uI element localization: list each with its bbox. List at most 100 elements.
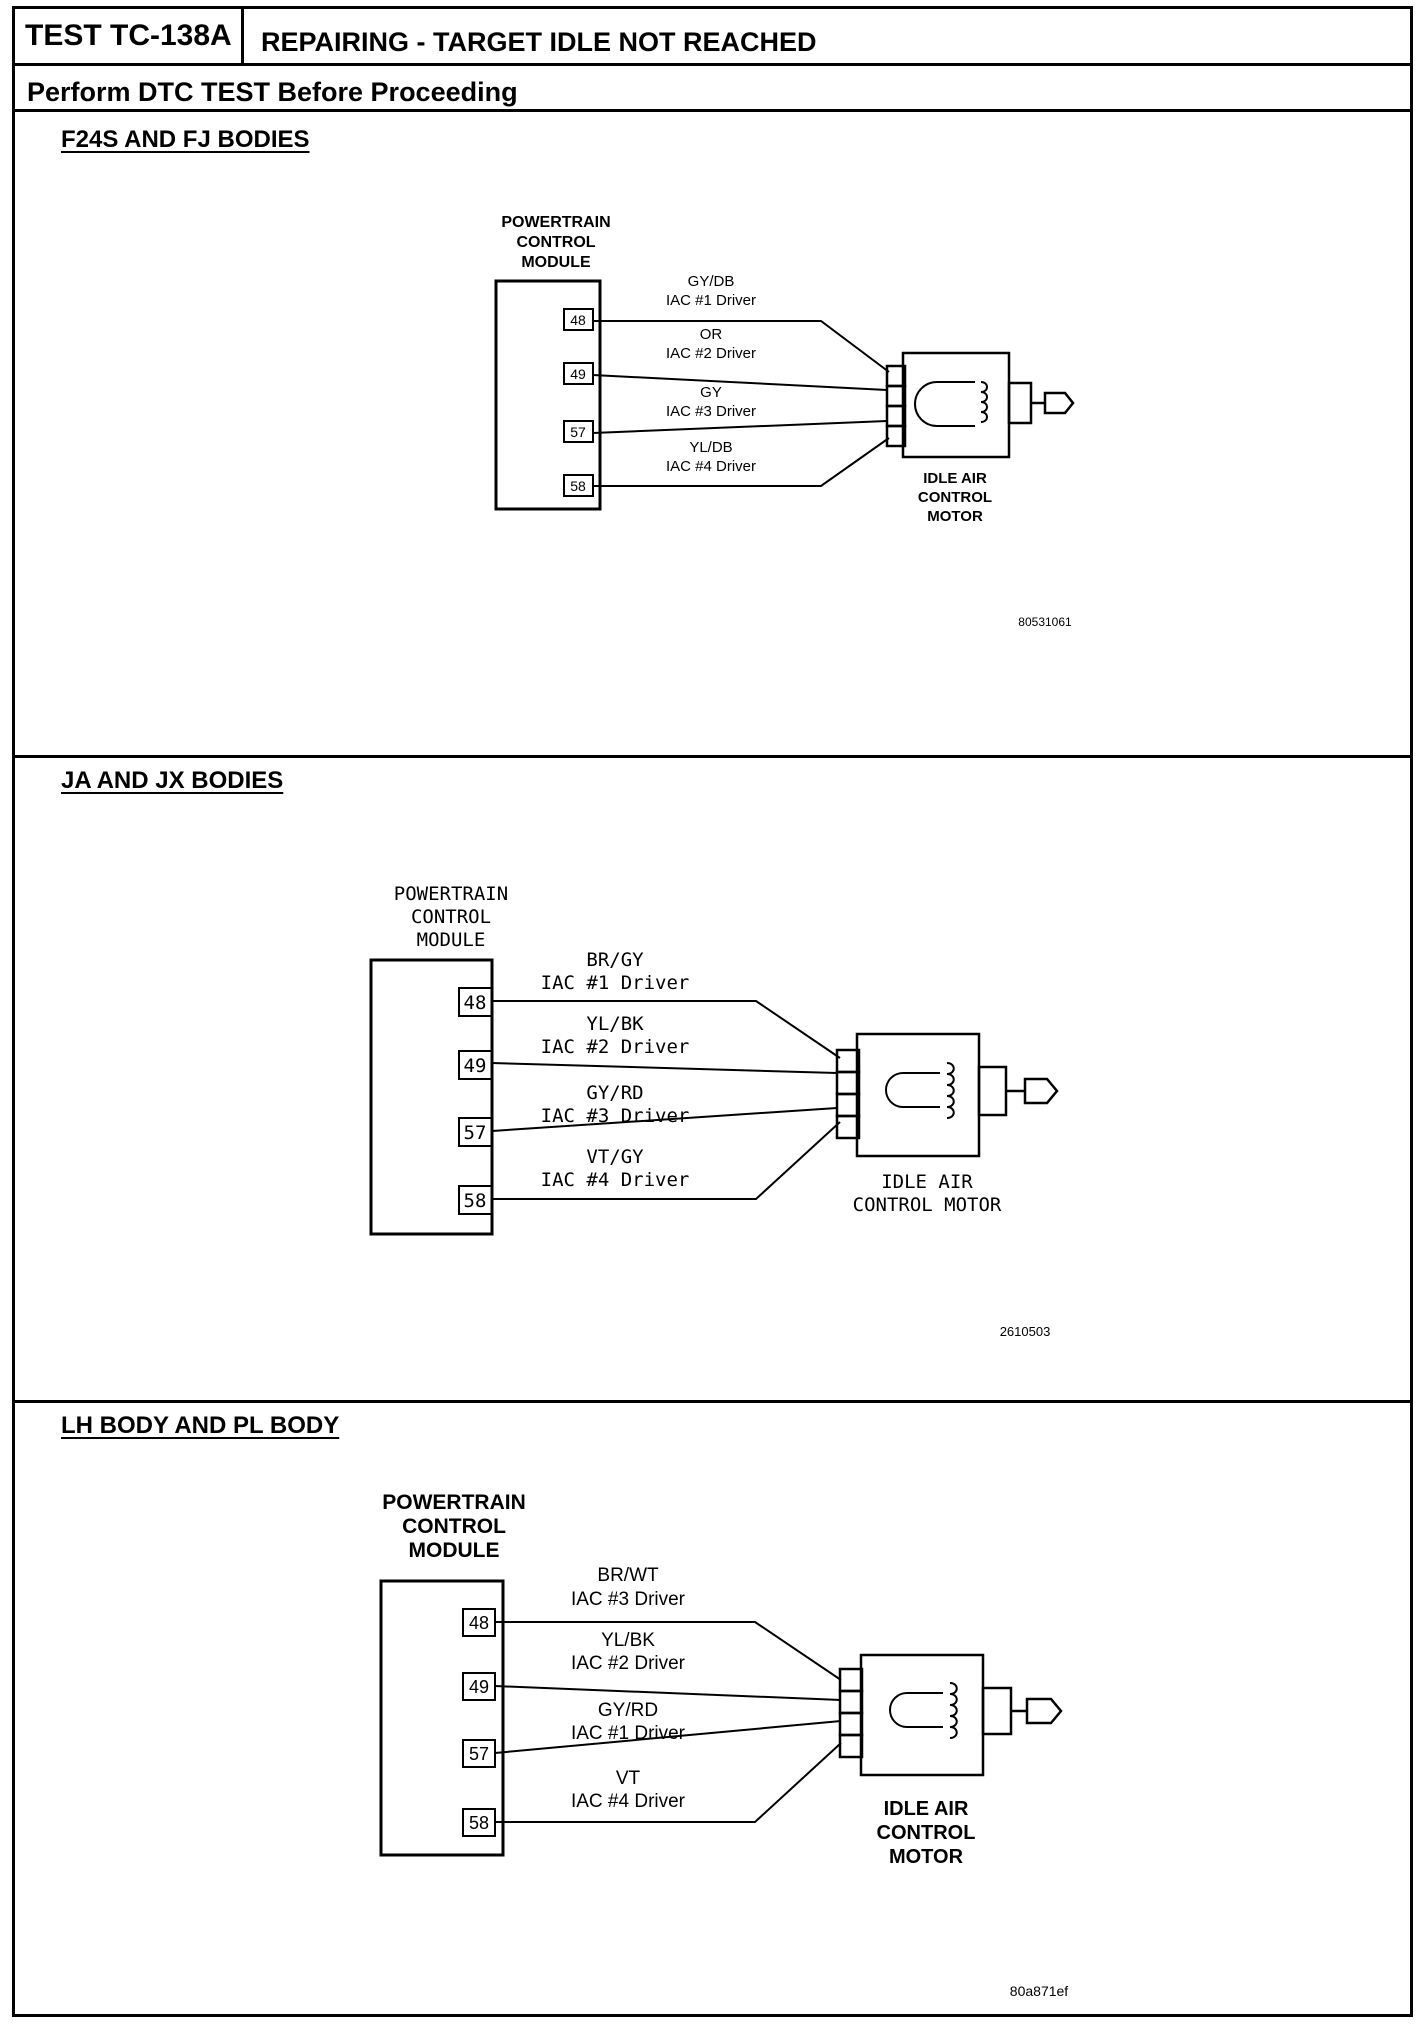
wire-color-label: OR (700, 326, 723, 343)
pcm-label: POWERTRAIN CONTROL MODULE (382, 1491, 526, 1562)
wires (491, 1000, 841, 1200)
pin-box (563, 362, 594, 385)
figure-id: 80531061 (1018, 615, 1072, 629)
wire-4 (495, 1742, 842, 1823)
motor-label: IDLE AIR CONTROL MOTOR (918, 470, 992, 525)
wire-desc-label: IAC #4 Driver (571, 1791, 686, 1812)
wire-2 (491, 1062, 838, 1074)
wire-desc-label: IAC #2 Driver (571, 1653, 686, 1674)
pcm-label-line: CONTROL (516, 234, 595, 251)
idle-air-control-motor (838, 1653, 1063, 1777)
wiring-diagram: POWERTRAIN CONTROL MODULE 48 49 57 58 GY… (494, 214, 1075, 629)
wiring-diagram: POWERTRAIN CONTROL MODULE 48 49 57 58 BR… (369, 883, 1059, 1339)
pin-label: 57 (469, 1744, 489, 1764)
wire-color-label: BR/GY (586, 949, 644, 971)
pcm-label-line: POWERTRAIN (394, 883, 508, 905)
wire-1 (593, 320, 890, 373)
pin-label: 58 (570, 478, 586, 494)
motor-label-line: CONTROL MOTOR (853, 1194, 1002, 1216)
wire-color-label: GY/RD (598, 1700, 658, 1721)
motor-label: IDLE AIR CONTROL MOTOR (853, 1171, 1002, 1216)
pcm-box (379, 1579, 505, 1857)
idle-air-control-motor (885, 351, 1075, 459)
motor-label-line: IDLE AIR (881, 1171, 973, 1193)
pcm-label-line: CONTROL (402, 1515, 506, 1538)
pin-label: 58 (464, 1190, 487, 1212)
wire-color-label: YL/BK (601, 1630, 655, 1651)
motor-label: IDLE AIR CONTROL MOTOR (877, 1798, 976, 1868)
pin-box (563, 308, 594, 331)
pcm-label-line: CONTROL (411, 906, 491, 928)
wire-desc-label: IAC #2 Driver (666, 345, 756, 362)
connector-pins: 48 49 57 58 (462, 1608, 496, 1837)
wire-color-label: GY/RD (586, 1082, 643, 1104)
pcm-box (494, 279, 602, 511)
diagram-panel-f24s-fj: F24S AND FJ BODIES POWERTRAIN CONTROL MO… (15, 112, 1410, 755)
connector-pins: 48 49 57 58 (458, 987, 493, 1215)
connector-pins: 48 49 57 58 (563, 308, 594, 497)
figure-id: 2610503 (1000, 1324, 1051, 1339)
wire-color-label: YL/DB (689, 439, 732, 456)
wire-1 (492, 1000, 841, 1059)
wire-3 (494, 1720, 842, 1754)
wire-labels: BR/WT IAC #3 Driver YL/BK IAC #2 Driver … (571, 1565, 686, 1812)
pcm-label: POWERTRAIN CONTROL MODULE (501, 214, 610, 271)
test-id: TEST TC-138A (15, 9, 244, 63)
panel-title: F24S AND FJ BODIES (61, 126, 310, 153)
wire-color-label: VT/GY (586, 1146, 644, 1168)
wiring-diagram: POWERTRAIN CONTROL MODULE 48 49 57 58 BR… (379, 1491, 1069, 1999)
test-page: TEST TC-138A REPAIRING - TARGET IDLE NOT… (12, 6, 1413, 2017)
motor-label-line: IDLE AIR (923, 470, 987, 487)
diagram-panel-lh-pl: LH BODY AND PL BODY POWERTRAIN CONTROL M… (15, 1400, 1410, 2014)
pin-box (563, 420, 594, 443)
wire-4 (593, 437, 890, 487)
diagram-panel-ja-jx: JA AND JX BODIES POWERTRAIN CONTROL MODU… (15, 755, 1410, 1400)
pcm-label-line: POWERTRAIN (501, 214, 610, 231)
wire-desc-label: IAC #4 Driver (541, 1169, 690, 1191)
motor-label-line: MOTOR (927, 508, 983, 525)
wire-desc-label: IAC #3 Driver (571, 1589, 686, 1610)
test-subtitle: Perform DTC TEST Before Proceeding (15, 66, 1410, 112)
pcm-label-line: MODULE (521, 254, 591, 271)
pcm-label-line: POWERTRAIN (382, 1491, 526, 1514)
pcm-box (369, 958, 494, 1236)
pin-label: 57 (570, 424, 586, 440)
pin-box (462, 1739, 496, 1768)
pin-label: 49 (570, 366, 586, 382)
pin-label: 49 (464, 1055, 487, 1077)
pin-label: 48 (464, 992, 487, 1014)
motor-label-line: MOTOR (889, 1846, 964, 1868)
wires (494, 1621, 842, 1823)
wire-1 (495, 1621, 842, 1681)
motor-label-line: IDLE AIR (884, 1798, 969, 1820)
pin-box (458, 1050, 493, 1080)
pcm-label-line: MODULE (409, 1539, 500, 1562)
pin-label: 57 (464, 1122, 487, 1144)
wire-color-label: GY/DB (688, 273, 735, 290)
wire-desc-label: IAC #1 Driver (666, 292, 756, 309)
idle-air-control-motor (835, 1032, 1059, 1158)
wire-desc-label: IAC #3 Driver (541, 1105, 690, 1127)
wire-color-label: BR/WT (597, 1565, 659, 1586)
pin-label: 48 (570, 312, 586, 328)
test-title: REPAIRING - TARGET IDLE NOT REACHED (261, 27, 817, 57)
pin-label: 58 (469, 1813, 489, 1833)
pin-box (458, 1117, 493, 1147)
pcm-label: POWERTRAIN CONTROL MODULE (394, 883, 508, 951)
wire-labels: BR/GY IAC #1 Driver YL/BK IAC #2 Driver … (541, 949, 690, 1191)
wire-3 (592, 420, 888, 434)
wire-labels: GY/DB IAC #1 Driver OR IAC #2 Driver GY … (666, 273, 756, 475)
wire-desc-label: IAC #4 Driver (666, 458, 756, 475)
wire-desc-label: IAC #1 Driver (541, 972, 690, 994)
wire-color-label: GY (700, 384, 722, 401)
wire-3 (491, 1107, 838, 1132)
wire-color-label: YL/BK (586, 1013, 644, 1035)
pcm-label-line: MODULE (417, 929, 486, 951)
wire-2 (494, 1685, 842, 1701)
figure-id: 80a871ef (1010, 1983, 1069, 1999)
wire-2 (592, 374, 888, 391)
wire-desc-label: IAC #2 Driver (541, 1036, 690, 1058)
header-bar: TEST TC-138A REPAIRING - TARGET IDLE NOT… (15, 9, 1410, 66)
motor-label-line: CONTROL (877, 1822, 976, 1844)
pin-label: 49 (469, 1677, 489, 1697)
